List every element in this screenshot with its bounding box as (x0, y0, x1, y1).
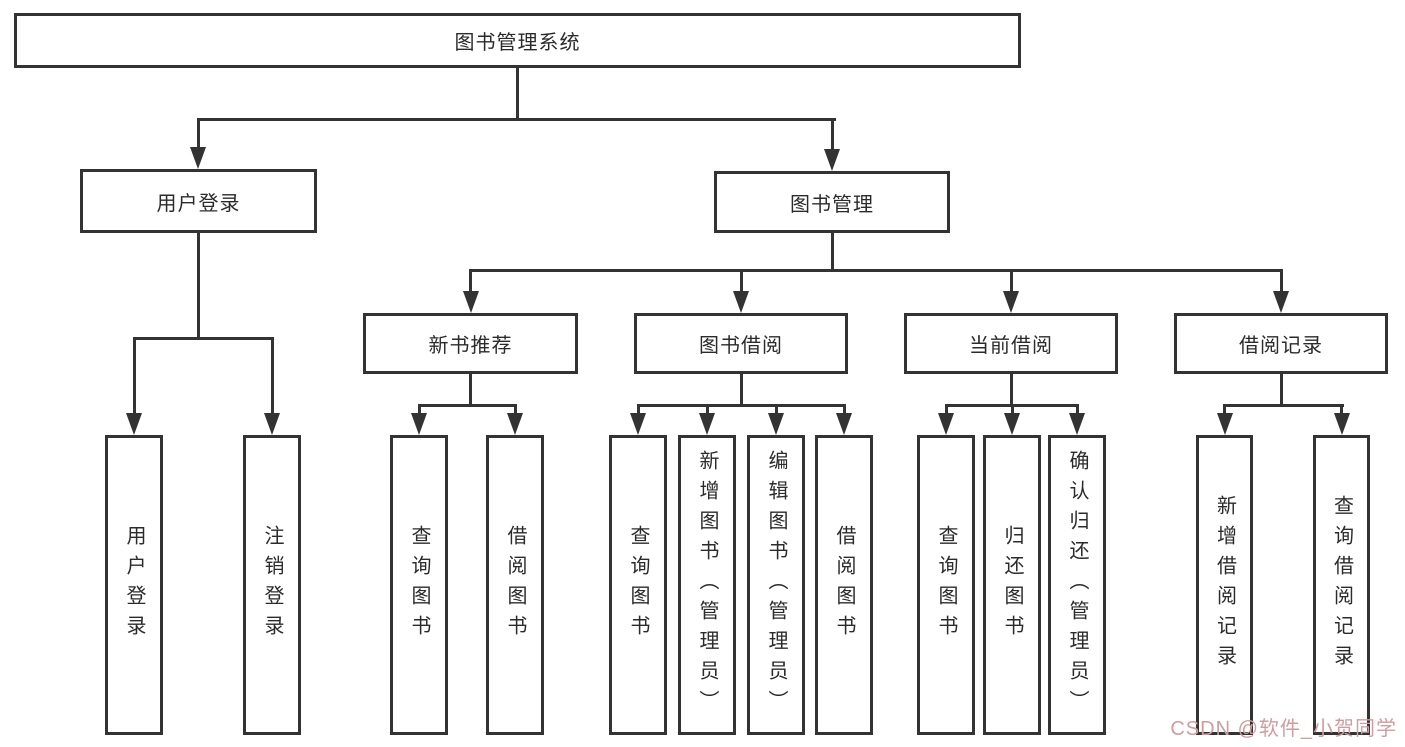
node-label: 确认归还（管理员） (1066, 450, 1088, 720)
arrow-down-icon (1333, 413, 1350, 435)
connector-line (944, 404, 948, 415)
node-label: 用户登录 (123, 525, 145, 645)
connector-line (469, 269, 1283, 272)
node-borrowing-records: 借阅记录 (1174, 313, 1388, 374)
connector-line (842, 404, 846, 415)
node-label: 编辑图书（管理员） (765, 450, 787, 720)
connector-line (739, 374, 743, 406)
node-label: 借阅图书 (833, 525, 855, 645)
connector-line (515, 68, 519, 120)
node-label: 借阅图书 (504, 525, 526, 645)
leaf-query-borrow-record: 查询借阅记录 (1313, 435, 1370, 735)
connector-line (1009, 374, 1013, 406)
leaf-query-books-borrowing: 查询图书 (609, 435, 667, 735)
connector-line (417, 404, 421, 415)
leaf-borrow-books-borrowing: 借阅图书 (815, 435, 873, 735)
arrow-down-icon (699, 413, 715, 435)
connector-line (196, 118, 836, 121)
connector-line (270, 337, 274, 415)
node-label: 图书借阅 (699, 335, 783, 357)
arrow-down-icon (264, 413, 280, 435)
node-label: 用户登录 (156, 192, 241, 215)
connector-line (1075, 404, 1079, 415)
node-new-book-recommendation: 新书推荐 (363, 313, 578, 374)
arrow-down-icon (1003, 291, 1019, 313)
connector-line (196, 233, 200, 339)
arrow-down-icon (836, 413, 852, 435)
connector-line (705, 404, 709, 415)
node-book-borrowing: 图书借阅 (634, 313, 848, 374)
arrow-down-icon (1273, 291, 1289, 313)
arrow-down-icon (768, 413, 784, 435)
node-label: 图书管理 (790, 193, 874, 216)
arrow-down-icon (126, 413, 142, 435)
arrow-down-icon (1216, 413, 1233, 435)
leaf-confirm-return-admin: 确认归还（管理员） (1048, 435, 1106, 735)
node-label: 当前借阅 (969, 335, 1053, 357)
connector-line (1009, 269, 1013, 293)
connector-line (1010, 404, 1014, 415)
arrow-down-icon (630, 413, 646, 435)
node-label: 查询图书 (935, 525, 957, 645)
leaf-edit-book-admin: 编辑图书（管理员） (747, 435, 805, 735)
node-label: 查询借阅记录 (1330, 495, 1353, 675)
node-user-login: 用户登录 (80, 169, 317, 233)
connector-line (739, 269, 743, 293)
connector-line (1223, 404, 1226, 415)
node-label: 查询图书 (408, 525, 430, 645)
connector-line (1340, 404, 1343, 415)
node-current-borrowing: 当前借阅 (904, 313, 1118, 374)
leaf-borrow-books-recommend: 借阅图书 (486, 435, 544, 735)
leaf-add-book-admin: 新增图书（管理员） (678, 435, 736, 735)
connector-line (469, 269, 472, 293)
connector-line (636, 404, 640, 415)
leaf-return-books: 归还图书 (983, 435, 1041, 735)
arrow-down-icon (190, 147, 206, 169)
connector-line (132, 337, 136, 415)
arrow-down-icon (507, 413, 523, 435)
leaf-add-borrow-record: 新增借阅记录 (1196, 435, 1253, 735)
arrow-down-icon (411, 413, 427, 435)
connector-line (1279, 269, 1283, 293)
node-label: 新书推荐 (428, 335, 513, 357)
connector-line (196, 118, 200, 149)
arrow-down-icon (1069, 413, 1085, 435)
node-library-management-system: 图书管理系统 (14, 13, 1021, 68)
connector-line (1222, 404, 1344, 407)
arrow-down-icon (1004, 413, 1020, 435)
arrow-down-icon (824, 149, 840, 171)
node-label: 归还图书 (1001, 525, 1023, 645)
connector-line (469, 374, 472, 406)
connector-line (830, 233, 834, 271)
connector-line (1279, 374, 1283, 406)
connector-line (636, 404, 846, 407)
node-label: 注销登录 (261, 525, 283, 645)
node-label: 借阅记录 (1239, 335, 1323, 357)
node-book-management: 图书管理 (714, 171, 950, 233)
leaf-logout: 注销登录 (243, 435, 301, 735)
leaf-query-books-recommend: 查询图书 (390, 435, 448, 735)
arrow-down-icon (462, 291, 479, 313)
connector-line (132, 337, 274, 340)
node-label: 新增借阅记录 (1213, 495, 1236, 675)
node-label: 图书管理系统 (454, 32, 581, 54)
node-label: 查询图书 (627, 525, 649, 645)
node-label: 新增图书（管理员） (696, 450, 718, 720)
connector-line (830, 118, 834, 149)
connector-line (513, 404, 517, 415)
csdn-watermark: CSDN @软件_小贺同学 (1170, 718, 1397, 740)
leaf-user-login: 用户登录 (105, 435, 163, 735)
connector-line (417, 404, 517, 407)
connector-line (774, 404, 778, 415)
arrow-down-icon (733, 291, 749, 313)
leaf-query-books-current: 查询图书 (917, 435, 975, 735)
arrow-down-icon (938, 413, 954, 435)
